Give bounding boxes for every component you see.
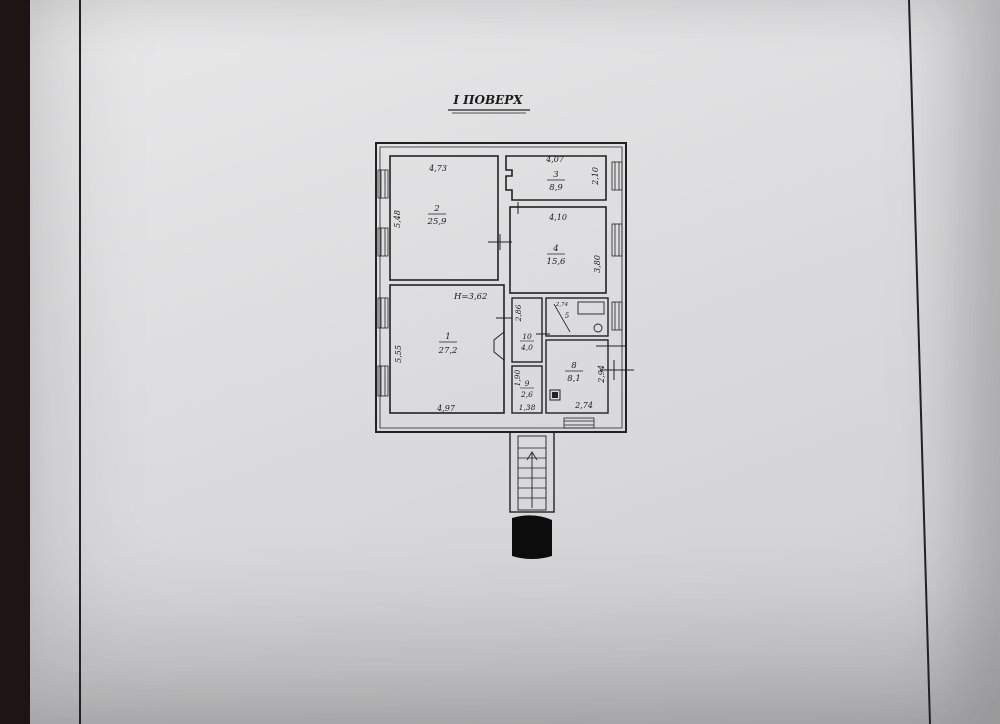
stove-burner [552, 392, 558, 398]
room-1-number: 1 [445, 332, 450, 342]
ceiling-height-mark: Н=3,62 [453, 292, 487, 302]
redaction-mark [512, 515, 552, 559]
room-10-number: 10 [522, 332, 532, 341]
room-4 [509, 206, 607, 294]
dim-room1-depth: 5,55 [394, 345, 403, 363]
door-markers [488, 202, 634, 380]
dim-room3-depth: 2,10 [591, 167, 600, 186]
dim-room10-depth: 2,86 [514, 304, 523, 322]
dim-room2-width: 4,73 [428, 164, 447, 173]
room-3 [505, 155, 607, 201]
room-3-area: 8,9 [549, 183, 563, 193]
window-bottom [563, 417, 595, 429]
room-10-area: 4,0 [520, 343, 533, 352]
dim-room9-width: 1,38 [519, 403, 536, 412]
room-8-area: 8,1 [567, 374, 581, 384]
dim-room1-width: 4,97 [436, 404, 456, 413]
room-5-number: 5 [565, 312, 570, 320]
dim-room2-depth: 5,48 [393, 210, 402, 228]
dim-room4-width: 4,10 [548, 213, 567, 222]
room-3-number: 3 [553, 170, 558, 180]
room-8 [545, 339, 609, 414]
dim-room8-width: 2,74 [574, 401, 593, 410]
room-1-area: 27,2 [438, 346, 458, 356]
frame-border-right [908, 0, 931, 724]
windows-left [377, 169, 389, 397]
room-2-number: 2 [433, 204, 439, 214]
bathroom-door-swing [553, 303, 571, 333]
room-4-area: 15,6 [547, 257, 567, 267]
toilet-fixture [593, 323, 603, 333]
bathtub [577, 301, 605, 315]
entrance-stairs [509, 431, 555, 513]
dim-room4-depth: 3,80 [593, 255, 602, 273]
room-8-number: 8 [571, 361, 577, 371]
dim-room3-width: 4,07 [545, 155, 565, 164]
room-9-number: 9 [525, 379, 530, 388]
fireplace-fixture [493, 330, 505, 362]
room-9 [511, 365, 543, 414]
outer-wall [375, 142, 627, 433]
stove-fixture [549, 389, 561, 401]
dim-room8-depth: 2,94 [597, 365, 606, 384]
windows-right [611, 161, 623, 331]
dim-room9-depth: 1,90 [513, 369, 522, 386]
dim-room5-width: 2,74 [555, 302, 569, 308]
outer-wall-inner-line [379, 146, 623, 429]
plan-title: І ПОВЕРХ [452, 93, 523, 107]
room-9-area: 2,6 [520, 390, 533, 399]
room-2-area: 25,9 [427, 217, 448, 227]
room-5 [545, 297, 609, 337]
room-4-number: 4 [552, 244, 558, 254]
room-2 [389, 155, 499, 281]
